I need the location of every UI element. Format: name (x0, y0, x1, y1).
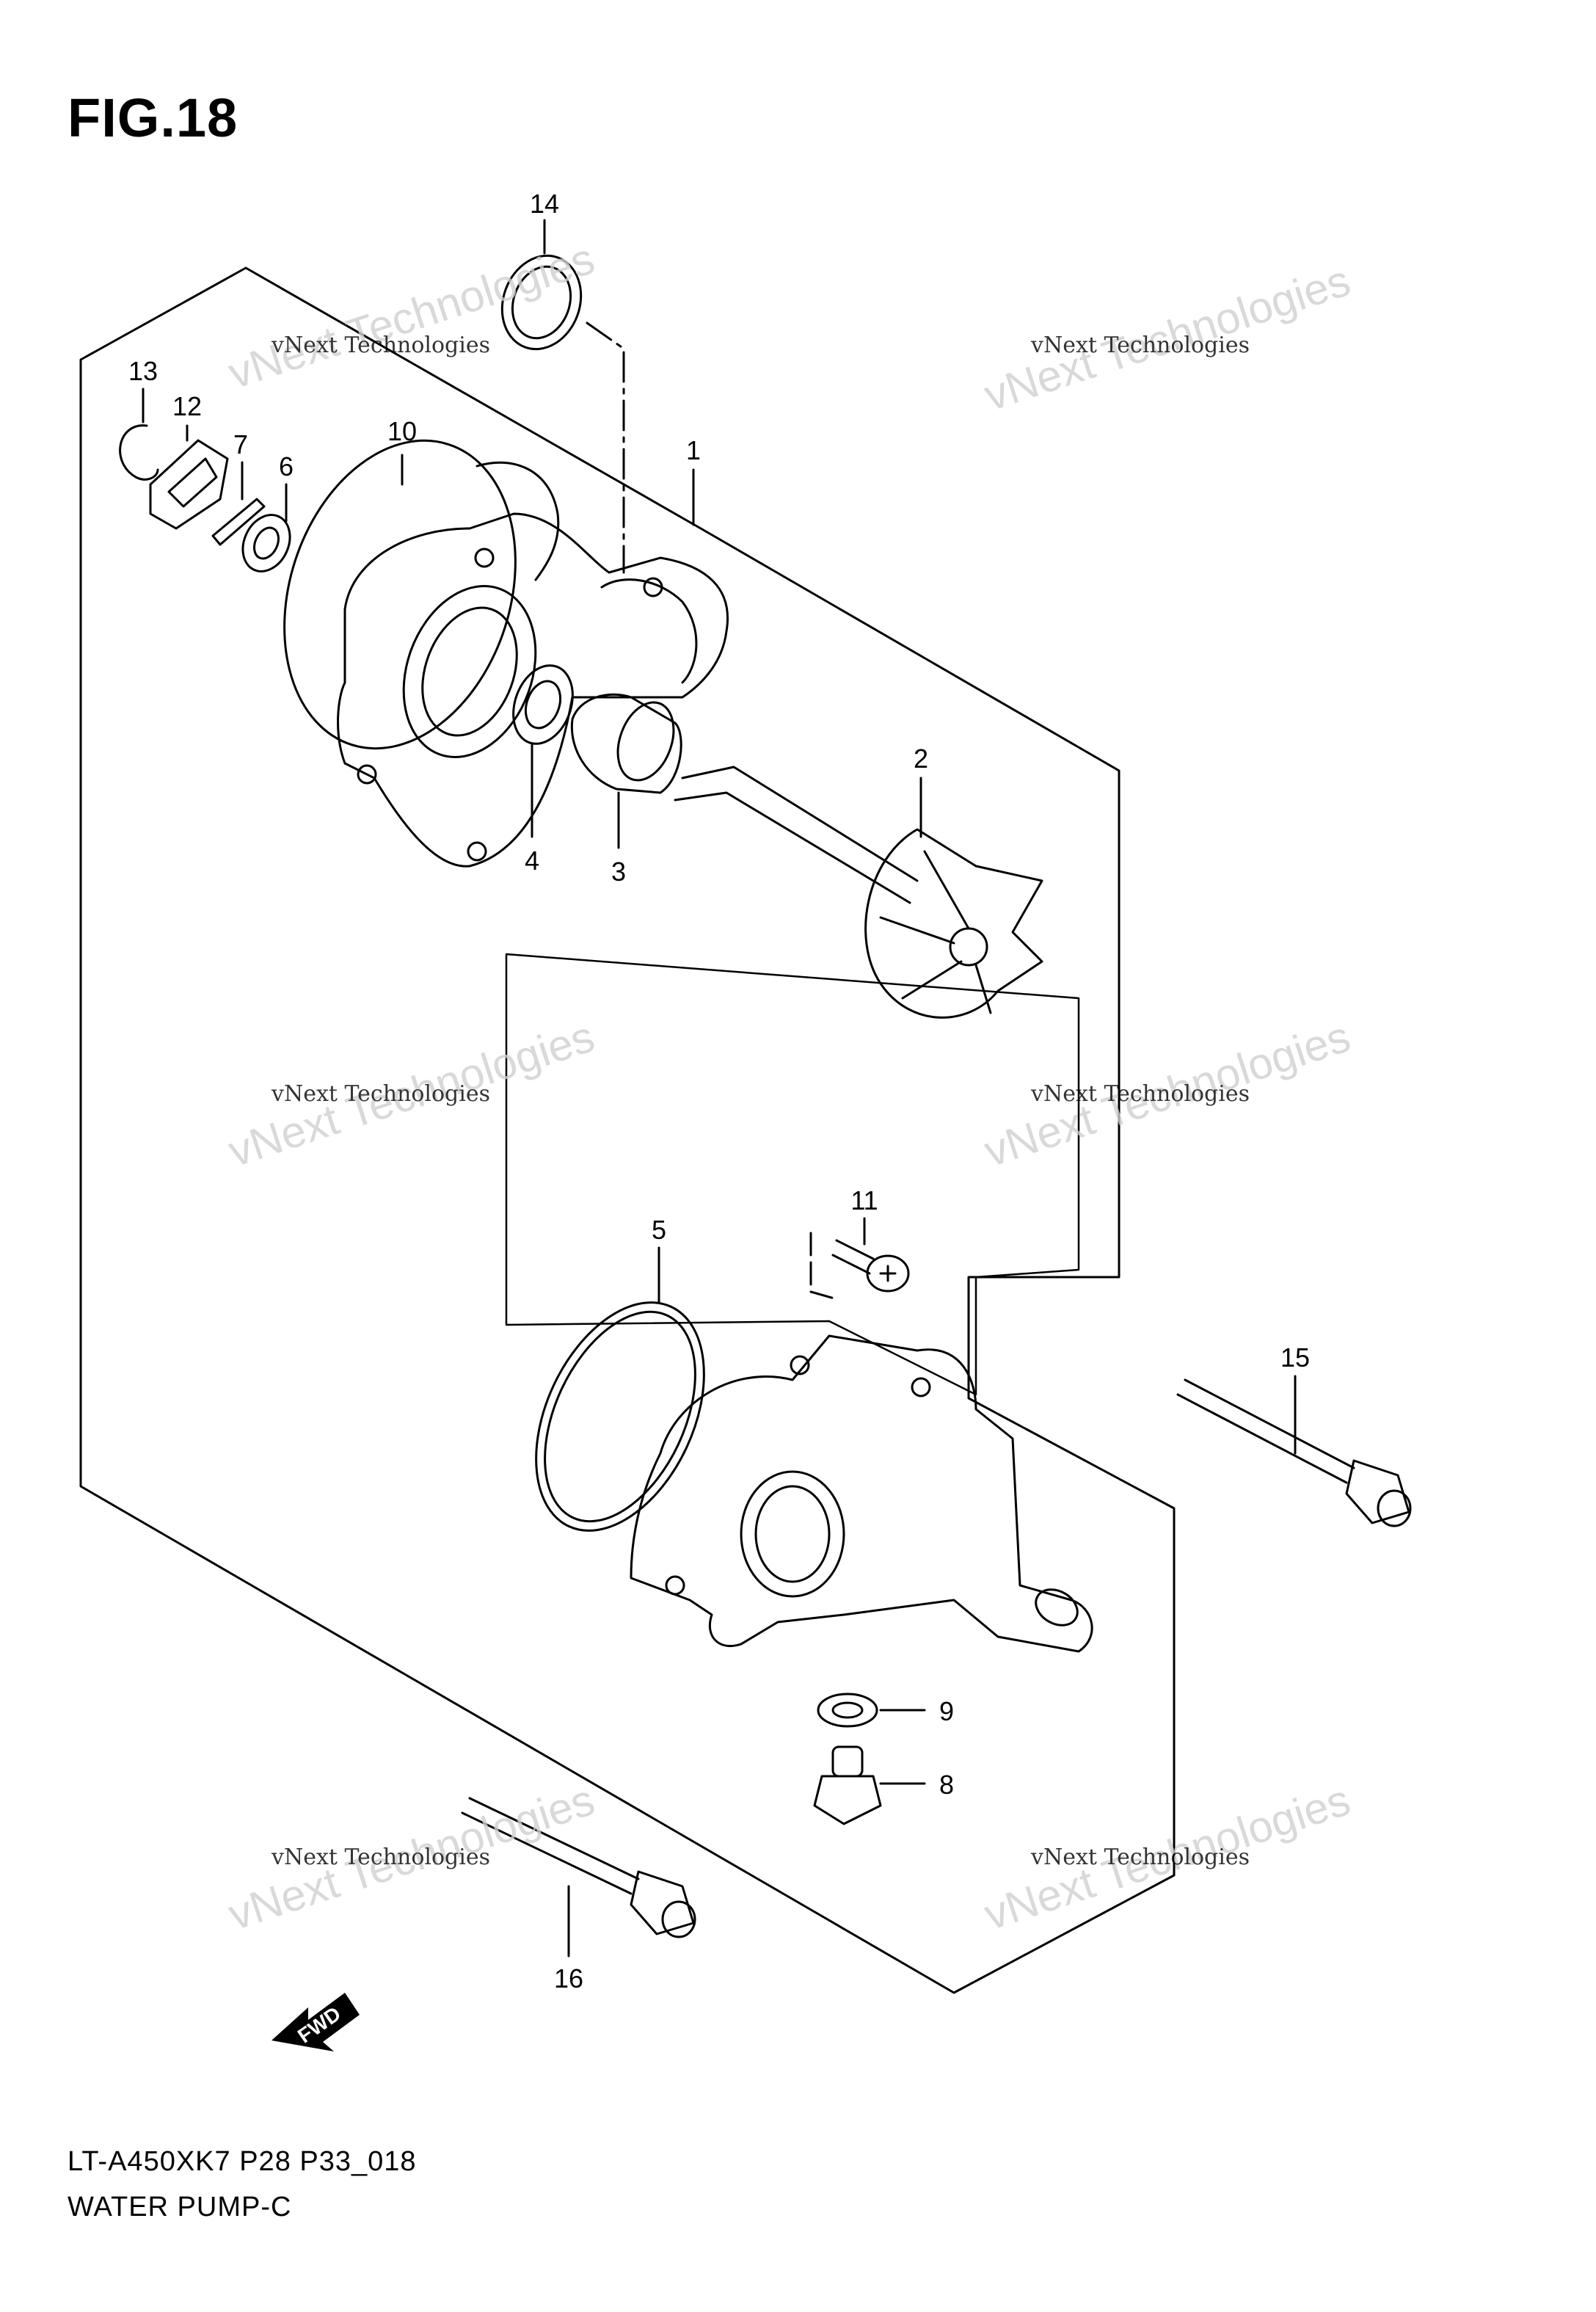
part-4-bearing (512, 664, 574, 745)
figure-title: FIG.18 (68, 87, 238, 148)
model-code: LT-A450XK7 P28 P33_018 (68, 2146, 417, 2177)
svg-text:vNext Technologies: vNext Technologies (271, 1081, 490, 1107)
callout-13: 13 (128, 356, 158, 386)
callout-8: 8 (939, 1770, 954, 1800)
upper-group-boundary (79, 266, 1176, 1994)
watermark-1: vNext Technologies vNext Technologies (222, 233, 600, 398)
svg-text:vNext Technologies: vNext Technologies (1030, 1081, 1250, 1107)
watermark-3: vNext Technologies vNext Technologies (222, 1011, 600, 1176)
callout-4: 4 (525, 846, 539, 876)
watermarks: vNext Technologies vNext Technologies vN… (222, 233, 1355, 1939)
callout-9: 9 (939, 1696, 954, 1726)
part-13-e-clip (119, 424, 159, 481)
svg-text:vNext Technologies: vNext Technologies (1030, 332, 1250, 358)
watermark-4: vNext Technologies vNext Technologies (978, 1011, 1355, 1176)
part-1-pump-cover (337, 512, 729, 868)
pump-body (630, 1334, 1093, 1653)
watermark-2: vNext Technologies vNext Technologies (978, 255, 1355, 420)
svg-text:vNext Technologies: vNext Technologies (222, 233, 600, 398)
part-12-retainer (149, 439, 229, 530)
lower-group-boundary (505, 953, 1080, 1396)
callout-10: 10 (387, 416, 417, 446)
svg-text:vNext Technologies: vNext Technologies (271, 332, 490, 358)
fwd-arrow-icon: FWD (272, 1993, 360, 2051)
callout-15: 15 (1280, 1342, 1310, 1373)
part-2-impeller (864, 828, 1043, 1019)
callout-6: 6 (279, 451, 294, 481)
callout-14: 14 (530, 189, 559, 219)
callout-7: 7 (233, 429, 248, 459)
callout-labels: 14 13 12 7 6 10 1 2 3 4 5 11 15 9 8 16 (128, 189, 1310, 1993)
part-16-bolt (461, 1797, 640, 1895)
callout-11: 11 (850, 1185, 878, 1215)
part-7-pin (211, 498, 266, 546)
watermark-5: vNext Technologies vNext Technologies (222, 1775, 600, 1939)
callout-5: 5 (652, 1215, 666, 1245)
part-8-drain-bolt (813, 1775, 882, 1825)
callout-16: 16 (554, 1963, 583, 1993)
svg-text:vNext Technologies: vNext Technologies (1030, 1844, 1250, 1870)
impeller-shaft (681, 766, 919, 882)
callout-2: 2 (914, 744, 928, 774)
part-11-screw (831, 1239, 875, 1275)
part-5-o-ring (535, 1301, 705, 1532)
callout-3: 3 (611, 857, 626, 887)
part-15-bolt (1176, 1378, 1355, 1484)
part-3-mechanical-seal (570, 693, 682, 794)
part-9-washer (817, 1693, 878, 1728)
part-6-washer (241, 514, 291, 572)
watermark-6: vNext Technologies vNext Technologies (978, 1775, 1355, 1939)
part-14-o-ring (500, 254, 583, 351)
part-10-o-ring (283, 439, 517, 750)
callout-12: 12 (172, 391, 202, 421)
callout-1: 1 (686, 435, 701, 465)
figure-name: WATER PUMP-C (68, 2192, 292, 2222)
svg-text:vNext Technologies: vNext Technologies (271, 1844, 490, 1870)
